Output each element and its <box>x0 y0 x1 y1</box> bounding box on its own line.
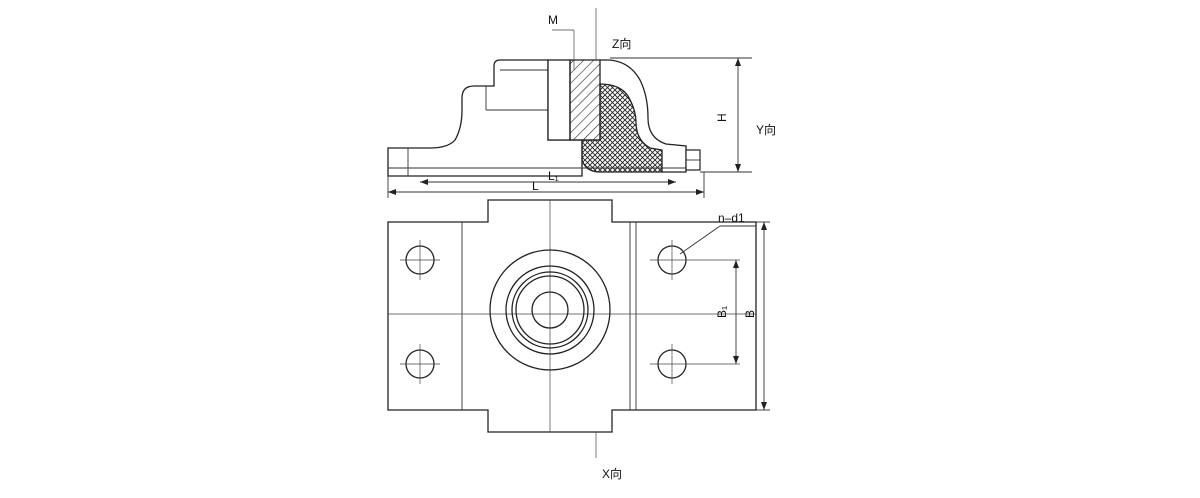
bearing-outer-circle <box>489 249 611 371</box>
label-l1: L₁ <box>548 169 559 183</box>
insert-section <box>547 59 571 141</box>
label-b1: B₁ <box>715 306 729 318</box>
side-view: M Z向 H Y向 L₁ L <box>387 8 776 198</box>
housing-outline <box>387 59 583 177</box>
label-x-direction: X向 <box>602 466 622 481</box>
plan-view: n–d1 B₁ B X向 <box>387 199 770 481</box>
label-n-d1: n–d1 <box>718 211 745 225</box>
bearing-ring-section <box>569 59 601 141</box>
plan-outline <box>387 199 757 433</box>
bore-circle <box>531 291 569 329</box>
bearing-ring-2 <box>511 271 589 349</box>
bearing-ring-1 <box>505 265 595 355</box>
n-d1-leader <box>679 225 721 255</box>
housing-right-outline <box>600 59 687 173</box>
label-b: B <box>743 310 757 318</box>
label-l: L <box>532 179 539 193</box>
bearing-ring-3 <box>515 275 585 345</box>
label-h: H <box>715 113 729 122</box>
label-m: M <box>548 13 558 27</box>
label-y-direction: Y向 <box>756 122 776 137</box>
label-z-direction: Z向 <box>612 36 631 51</box>
housing-section <box>581 83 663 173</box>
